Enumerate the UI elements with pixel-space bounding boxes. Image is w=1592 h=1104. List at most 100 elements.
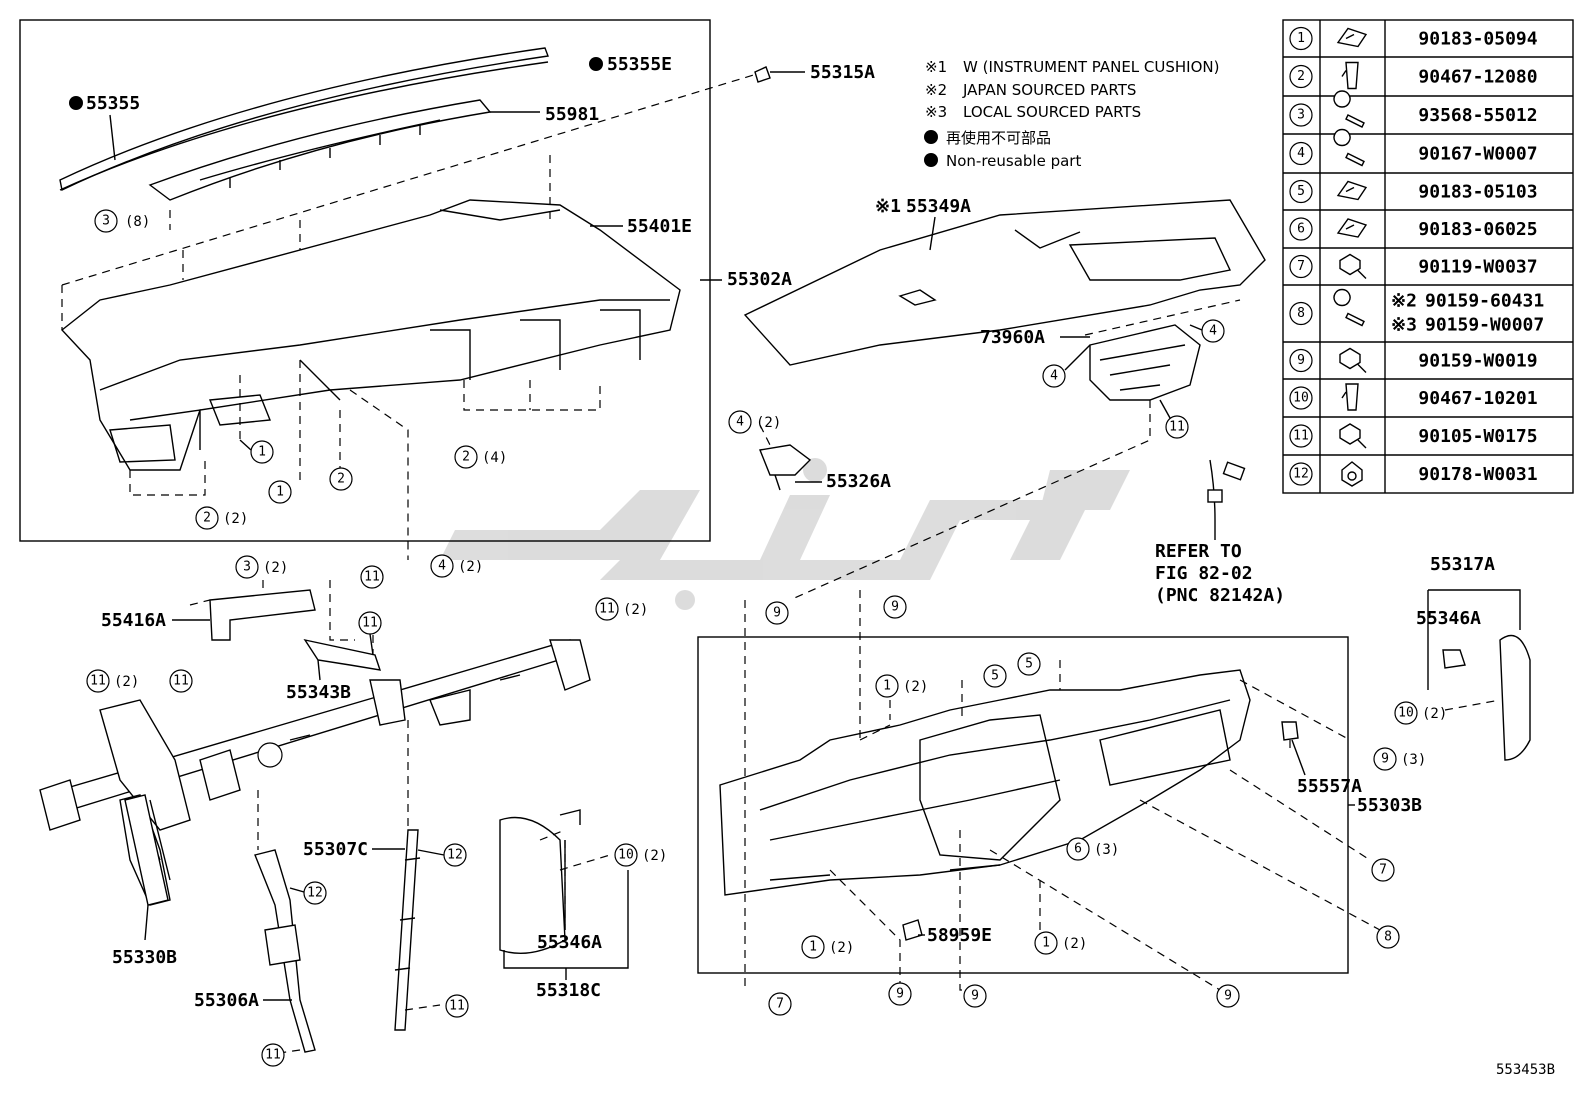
legend-part-number: 90167-W0007	[1418, 144, 1537, 165]
bolt-icon	[1339, 253, 1367, 279]
legend-number: 7	[1297, 259, 1305, 274]
callout-5: 5	[983, 664, 1007, 688]
note-1-mark: ※1	[925, 58, 947, 76]
note-2-mark: ※2	[925, 81, 947, 99]
legend-part-number: 90119-W0037	[1418, 257, 1537, 278]
callout-1-2-bottom-left: 1 (2)	[801, 935, 854, 959]
connector-wire-part	[1207, 459, 1246, 540]
callout-9: 9	[883, 595, 907, 619]
svg-text:(2): (2)	[903, 679, 928, 695]
legend-number: 8	[1297, 306, 1305, 321]
legend-number-circle	[1289, 301, 1313, 326]
label-55306A: 55306A	[194, 990, 259, 1011]
callout-6-3: 6 (3)	[1066, 837, 1119, 861]
callout-2: 2	[329, 467, 353, 491]
svg-text:12: 12	[447, 848, 463, 863]
callout-9: 9	[1216, 984, 1240, 1008]
clip-icon	[1341, 383, 1359, 411]
callout-1-2-bottom-right: 1 (2)	[1034, 931, 1087, 955]
svg-text:(2): (2)	[642, 848, 667, 864]
svg-text:11: 11	[90, 674, 106, 689]
figure-code: 553453B	[1496, 1062, 1555, 1078]
refer-line-1: REFER TO	[1155, 541, 1242, 562]
brace-part-55330B	[124, 794, 169, 906]
bolt-icon	[1339, 347, 1367, 373]
svg-text:7: 7	[1379, 863, 1387, 878]
refer-line-2: FIG 82-02	[1155, 563, 1253, 584]
clip-nut-icon	[1336, 27, 1368, 48]
reinforcement-part-55303B	[719, 669, 1251, 896]
legend-number-circle	[1289, 348, 1313, 373]
callout-4-2-right: 4 (2)	[430, 554, 483, 578]
legend-part-number: 90467-10201	[1418, 388, 1537, 409]
label-55302A: 55302A	[727, 269, 792, 290]
svg-text:(2): (2)	[223, 511, 248, 527]
svg-text:2: 2	[462, 450, 470, 465]
label-55346A-center: 55346A	[537, 932, 602, 953]
clip-part-55315A	[754, 66, 771, 83]
legend-number: 12	[1293, 467, 1309, 482]
bracket-part-55326A	[759, 444, 812, 491]
callout-4-2-left: 4 (2)	[728, 410, 781, 434]
watermark-logo	[440, 458, 1130, 610]
svg-text:9: 9	[1224, 989, 1232, 1004]
label-55315A: 55315A	[810, 62, 875, 83]
note-4: 再使用不可部品	[946, 129, 1051, 147]
clip-nut-icon	[1336, 180, 1368, 201]
callout-10-2-center: 10 (2)	[614, 843, 667, 867]
label-55355E: 55355E	[607, 54, 672, 75]
legend-part-number: 90183-05094	[1418, 29, 1537, 50]
svg-text:(2): (2)	[756, 415, 781, 431]
legend-number-circle	[1289, 64, 1313, 89]
nut-icon	[1341, 461, 1363, 487]
label-55343B: 55343B	[286, 682, 351, 703]
callout-8: 8	[1376, 925, 1400, 949]
svg-text:(2): (2)	[829, 940, 854, 956]
callout-11-2-right: 11 (2)	[595, 597, 648, 621]
svg-text:11: 11	[1169, 420, 1185, 435]
callout-9: 9	[888, 982, 912, 1006]
svg-text:11: 11	[449, 999, 465, 1014]
label-55416A: 55416A	[101, 610, 166, 631]
callout-9: 9	[963, 984, 987, 1008]
svg-text:(2): (2)	[623, 602, 648, 618]
callout-11-2-left: 11 (2)	[86, 669, 139, 693]
callout-12: 12	[443, 843, 467, 867]
svg-text:7: 7	[776, 997, 784, 1012]
screw-icon	[1333, 90, 1365, 128]
legend-number-circle	[1289, 179, 1313, 204]
callout-7: 7	[1371, 858, 1395, 882]
svg-text:8: 8	[1384, 930, 1392, 945]
svg-text:3: 3	[102, 214, 110, 229]
bracket-part-55343B	[303, 638, 382, 671]
svg-text:6: 6	[1074, 842, 1082, 857]
rail-part-55355	[59, 47, 549, 192]
svg-text:10: 10	[1398, 706, 1414, 721]
legend-source-mark: ※2	[1391, 291, 1417, 312]
svg-text:9: 9	[891, 600, 899, 615]
svg-text:2: 2	[337, 472, 345, 487]
refer-line-3: (PNC 82142A)	[1155, 585, 1285, 606]
callout-2-2: 2 (2)	[195, 506, 248, 530]
clip-part-55557A	[1281, 721, 1299, 741]
legend-number-circle	[1289, 103, 1313, 127]
legend-number-circle	[1289, 141, 1313, 166]
instrument-panel-part-55401E	[60, 199, 681, 471]
svg-text:1: 1	[1042, 936, 1050, 951]
callout-11: 11	[169, 669, 193, 693]
callout-7: 7	[768, 992, 792, 1016]
legend-part-number: 90183-06025	[1418, 219, 1537, 240]
note-3-mark: ※3	[925, 103, 947, 121]
svg-text:9: 9	[1381, 752, 1389, 767]
bolt-icon	[1339, 423, 1367, 449]
note-5: Non-reusable part	[946, 152, 1081, 170]
svg-text:1: 1	[809, 940, 817, 955]
